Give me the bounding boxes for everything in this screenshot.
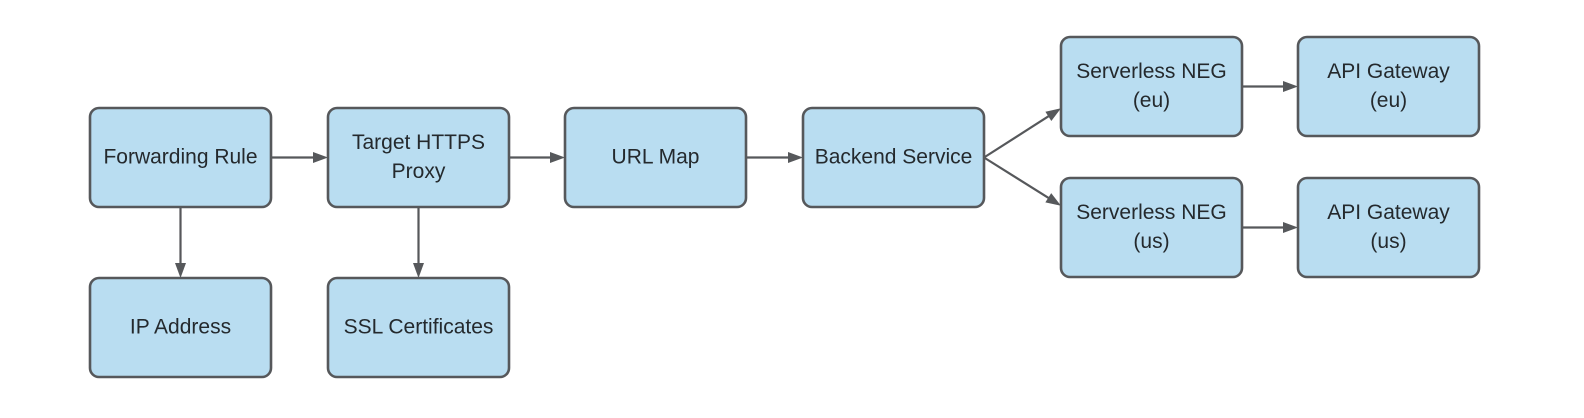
node-label-serverless-neg-eu: Serverless NEG (eu)	[1076, 60, 1227, 112]
node-label-line: URL Map	[612, 145, 700, 168]
node-label-line: API Gateway	[1327, 201, 1450, 224]
node-label-line: Target HTTPS	[352, 131, 485, 154]
node-box-ip-address	[88, 276, 273, 379]
edge-arrowhead-icon	[175, 263, 186, 278]
node-label-line: (eu)	[1133, 89, 1170, 112]
edges-layer	[175, 81, 1298, 278]
node-label-line: Serverless NEG	[1076, 60, 1227, 83]
edge-target-https-proxy-to-ssl-certificates	[413, 207, 424, 278]
node-box-serverless-neg-us	[1059, 176, 1244, 279]
edge-arrowhead-icon	[313, 152, 328, 163]
node-label-ssl-certificates: SSL Certificates	[344, 315, 494, 338]
node-box-api-gateway-us	[1296, 176, 1481, 279]
edge-forwarding-rule-to-ip-address	[175, 207, 186, 278]
edge-arrowhead-icon	[550, 152, 565, 163]
node-serverless-neg-eu[interactable]: Serverless NEG (eu)	[1059, 35, 1244, 138]
edge-arrowhead-icon	[413, 263, 424, 278]
node-label-line: Backend Service	[815, 145, 973, 168]
node-label-line: IP Address	[130, 315, 231, 338]
node-label-line: API Gateway	[1327, 60, 1450, 83]
edge-url-map-to-backend-service	[746, 152, 803, 163]
edge-backend-service-to-serverless-neg-eu	[983, 108, 1061, 159]
node-label-target-https-proxy: Target HTTPS Proxy	[352, 131, 485, 183]
node-url-map[interactable]: URL Map	[563, 106, 748, 209]
node-label-api-gateway-eu: API Gateway (eu)	[1327, 60, 1450, 112]
edge-target-https-proxy-to-url-map	[509, 152, 565, 163]
node-label-line: Forwarding Rule	[103, 145, 257, 168]
node-api-gateway-us[interactable]: API Gateway (us)	[1296, 176, 1481, 279]
node-label-line: (eu)	[1370, 89, 1407, 112]
node-label-forwarding-rule: Forwarding Rule	[103, 145, 257, 168]
edge-arrowhead-icon	[788, 152, 803, 163]
node-api-gateway-eu[interactable]: API Gateway (eu)	[1296, 35, 1481, 138]
node-box-ssl-certificates	[326, 276, 511, 379]
node-label-line: (us)	[1133, 230, 1169, 253]
edge-arrowhead-icon	[1045, 108, 1061, 121]
node-label-ip-address: IP Address	[130, 315, 231, 338]
node-box-serverless-neg-eu	[1059, 35, 1244, 138]
edge-arrowhead-icon	[1283, 81, 1298, 92]
node-label-line: Proxy	[392, 160, 446, 183]
node-label-line: SSL Certificates	[344, 315, 494, 338]
node-label-serverless-neg-us: Serverless NEG (us)	[1076, 201, 1227, 253]
node-label-line: Serverless NEG	[1076, 201, 1227, 224]
node-target-https-proxy[interactable]: Target HTTPS Proxy	[326, 106, 511, 209]
node-box-backend-service	[801, 106, 986, 209]
node-forwarding-rule[interactable]: Forwarding Rule	[88, 106, 273, 209]
edge-arrowhead-icon	[1283, 222, 1298, 233]
edge-serverless-neg-us-to-api-gateway-us	[1242, 222, 1298, 233]
node-box-target-https-proxy	[326, 106, 511, 209]
node-label-line: (us)	[1370, 230, 1406, 253]
node-box-forwarding-rule	[88, 106, 273, 209]
node-label-backend-service: Backend Service	[815, 145, 973, 168]
node-label-url-map: URL Map	[612, 145, 700, 168]
edge-arrowhead-icon	[1045, 193, 1061, 206]
node-box-api-gateway-eu	[1296, 35, 1481, 138]
edge-forwarding-rule-to-target-https-proxy	[271, 152, 328, 163]
node-label-api-gateway-us: API Gateway (us)	[1327, 201, 1450, 253]
node-box-url-map	[563, 106, 748, 209]
edge-line	[983, 114, 1050, 159]
node-ssl-certificates[interactable]: SSL Certificates	[326, 276, 511, 379]
edge-backend-service-to-serverless-neg-us	[983, 156, 1061, 206]
edge-line	[983, 156, 1050, 200]
node-ip-address[interactable]: IP Address	[88, 276, 273, 379]
edge-serverless-neg-eu-to-api-gateway-eu	[1242, 81, 1298, 92]
nodes-layer: Forwarding Rule Target HTTPS Proxy URL Map B…	[88, 35, 1481, 379]
node-serverless-neg-us[interactable]: Serverless NEG (us)	[1059, 176, 1244, 279]
node-backend-service[interactable]: Backend Service	[801, 106, 986, 209]
